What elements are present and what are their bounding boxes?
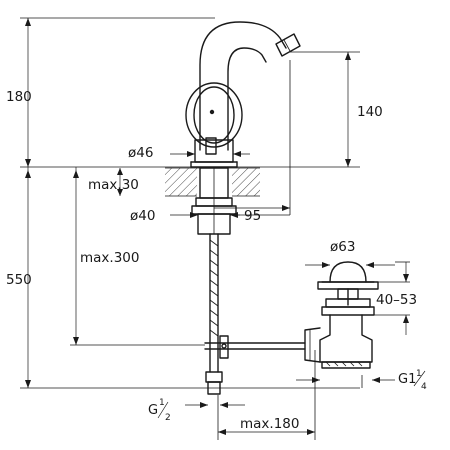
dim-label-g-1-2: G 1 2 — [148, 398, 171, 423]
thread-supply-num: 1 — [159, 398, 165, 408]
dim-label-g1-1-4: G1 1 4 — [398, 369, 427, 392]
dim-label-550: 550 — [6, 272, 32, 288]
popup-linkage — [204, 335, 306, 359]
dim-label-diameter-46: ø46 — [128, 145, 153, 161]
dim-label-140: 140 — [357, 104, 383, 120]
dim-label-max-300: max.300 — [80, 250, 139, 266]
extension-lines — [20, 17, 363, 440]
dim-label-diameter-40: ø40 — [130, 208, 155, 224]
dim-label-diameter-63: ø63 — [330, 239, 355, 255]
dimension-lines — [25, 18, 410, 435]
dim-label-max-180: max.180 — [240, 416, 299, 432]
thread-supply-main: G — [148, 403, 158, 418]
thread-waste-num: 1 — [416, 369, 422, 379]
dim-label-40-53: 40–53 — [376, 292, 417, 308]
thread-waste-main: G1 — [398, 372, 416, 387]
dim-label-180: 180 — [6, 89, 32, 105]
dim-label-95: 95 — [244, 208, 261, 224]
mixer-body — [185, 21, 301, 235]
waste-assembly — [304, 261, 379, 369]
flexible-hose — [205, 233, 223, 395]
countertop-section — [165, 167, 260, 197]
dim-label-max-30: max.30 — [88, 177, 139, 193]
thread-supply-den: 2 — [165, 413, 171, 423]
thread-waste-den: 4 — [421, 382, 427, 392]
